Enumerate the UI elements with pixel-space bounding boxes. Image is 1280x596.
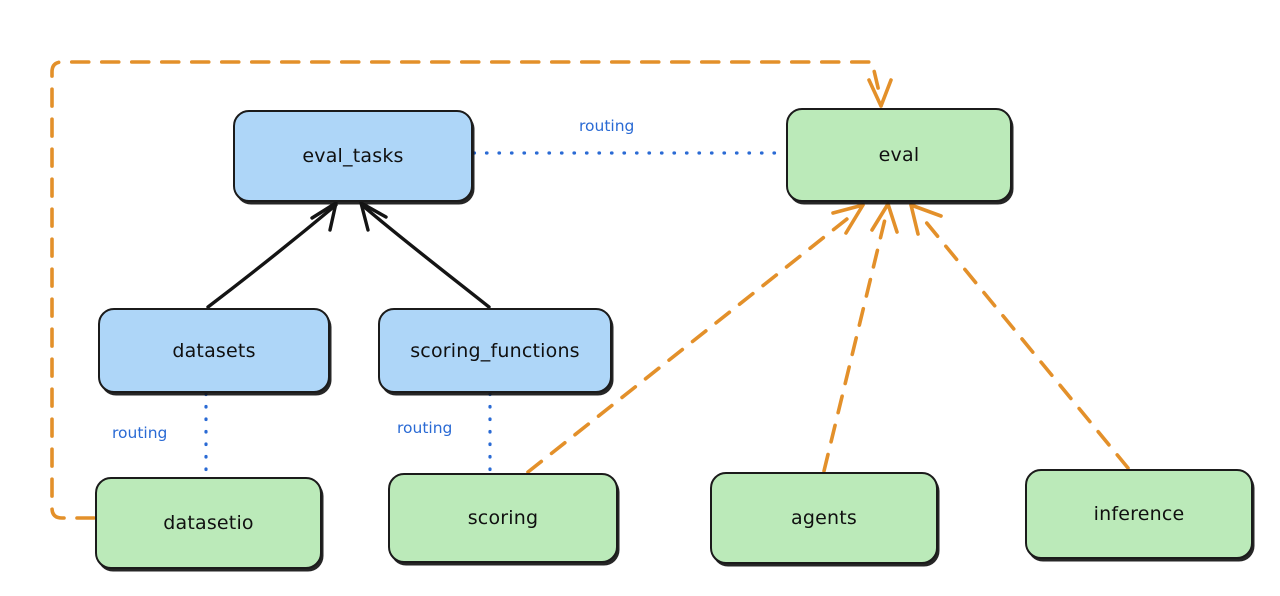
node-label-agents: agents bbox=[791, 507, 857, 529]
edge-label-routing-datasets-datasetio: routing bbox=[112, 424, 168, 442]
edge-label-routing-scoring-functions-scoring: routing bbox=[397, 419, 453, 437]
node-label-inference: inference bbox=[1093, 503, 1185, 525]
edge-datasets-to-eval-tasks bbox=[206, 201, 338, 309]
edge-agents-to-eval bbox=[822, 202, 899, 473]
edge-scoring-functions-to-eval-tasks bbox=[359, 201, 491, 309]
node-label-eval-tasks: eval_tasks bbox=[302, 145, 404, 167]
node-label-scoring-functions: scoring_functions bbox=[410, 339, 580, 362]
node-label-datasetio: datasetio bbox=[163, 512, 254, 534]
node-datasetio[interactable]: datasetio bbox=[95, 477, 322, 569]
node-eval[interactable]: eval bbox=[786, 108, 1012, 202]
node-eval-tasks[interactable]: eval_tasks bbox=[233, 110, 473, 202]
edge-datasetio-to-eval bbox=[50, 60, 893, 520]
node-label-scoring: scoring bbox=[467, 507, 539, 529]
edge-inference-to-eval bbox=[909, 203, 1130, 470]
edge-scoring-to-eval bbox=[526, 203, 865, 474]
node-scoring-functions[interactable]: scoring_functions bbox=[378, 308, 612, 393]
node-label-eval: eval bbox=[878, 144, 920, 166]
node-scoring[interactable]: scoring bbox=[388, 473, 618, 563]
node-inference[interactable]: inference bbox=[1025, 469, 1253, 559]
edge-label-routing-eval-tasks-eval: routing bbox=[579, 117, 635, 135]
node-datasets[interactable]: datasets bbox=[98, 308, 330, 393]
node-label-datasets: datasets bbox=[172, 339, 256, 362]
node-agents[interactable]: agents bbox=[710, 472, 938, 564]
